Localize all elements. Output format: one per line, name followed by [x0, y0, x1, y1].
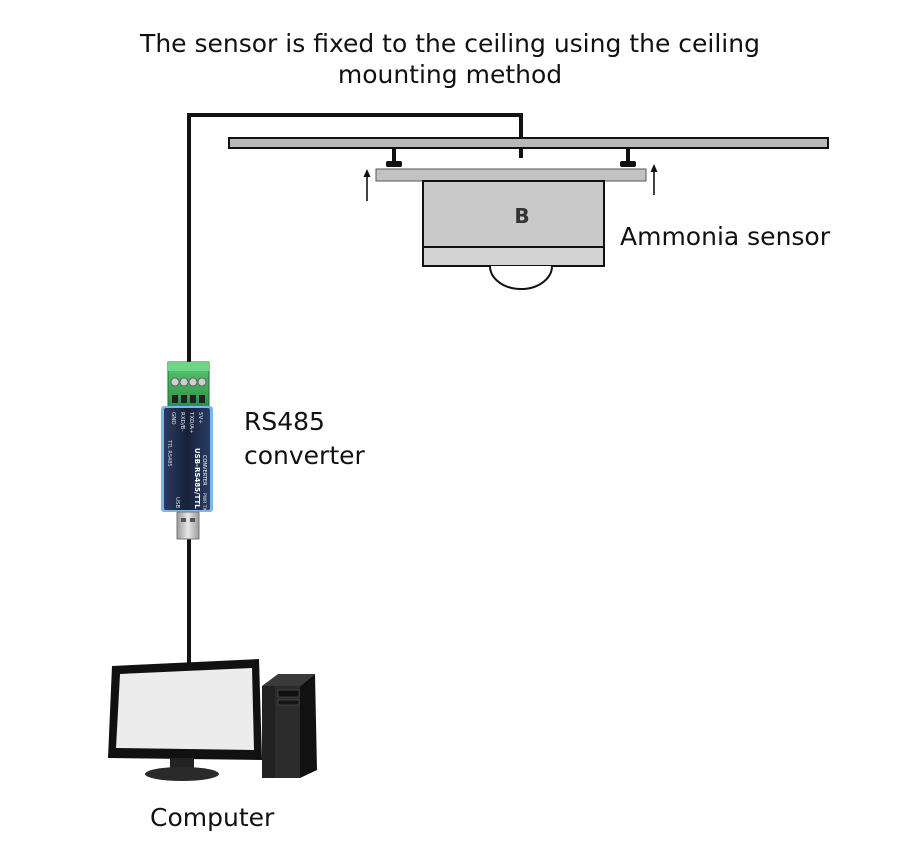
title-line-2: mounting method [337, 60, 563, 89]
converter-model-text: USB-RS485/TTL [193, 448, 201, 509]
converter-usb-label: USB [174, 497, 180, 509]
monitor-icon [108, 659, 262, 781]
diagram-title: The sensor is fixed to the ceiling using… [0, 28, 900, 90]
pin-label: 5V+ [197, 412, 203, 424]
pc-tower-icon [262, 674, 317, 778]
pin-label: TXD/A+ [188, 411, 194, 434]
usb-plug-icon [176, 511, 200, 540]
rs485-converter-icon [161, 361, 213, 512]
rs485-label-line-1: RS485 [244, 407, 325, 436]
ammonia-sensor-icon [422, 180, 605, 290]
mounting-bracket-icon [375, 168, 647, 182]
sensor-face-letter: B [514, 204, 529, 228]
converter-led-label: PWR TX [201, 493, 207, 511]
rs485-converter-label: RS485 converter [244, 405, 365, 473]
ammonia-sensor-label: Ammonia sensor [620, 222, 831, 251]
title-line-1: The sensor is fixed to the ceiling using… [140, 29, 760, 58]
signal-cable [187, 113, 523, 365]
converter-side-label: TTL RS485 [166, 439, 172, 467]
rs485-label-line-2: converter [244, 441, 365, 470]
computer-label: Computer [150, 803, 275, 832]
up-arrow-icon [363, 164, 658, 201]
converter-pin-labels: GND RXD/B- TXD/A+ 5V+ [170, 411, 203, 434]
ceiling-rail-icon [228, 137, 829, 149]
mounting-bolt-icon [386, 148, 636, 167]
converter-model-subtext: CONVERTER [201, 455, 207, 486]
pin-label: RXD/B- [179, 412, 185, 431]
pin-label: GND [170, 412, 176, 425]
